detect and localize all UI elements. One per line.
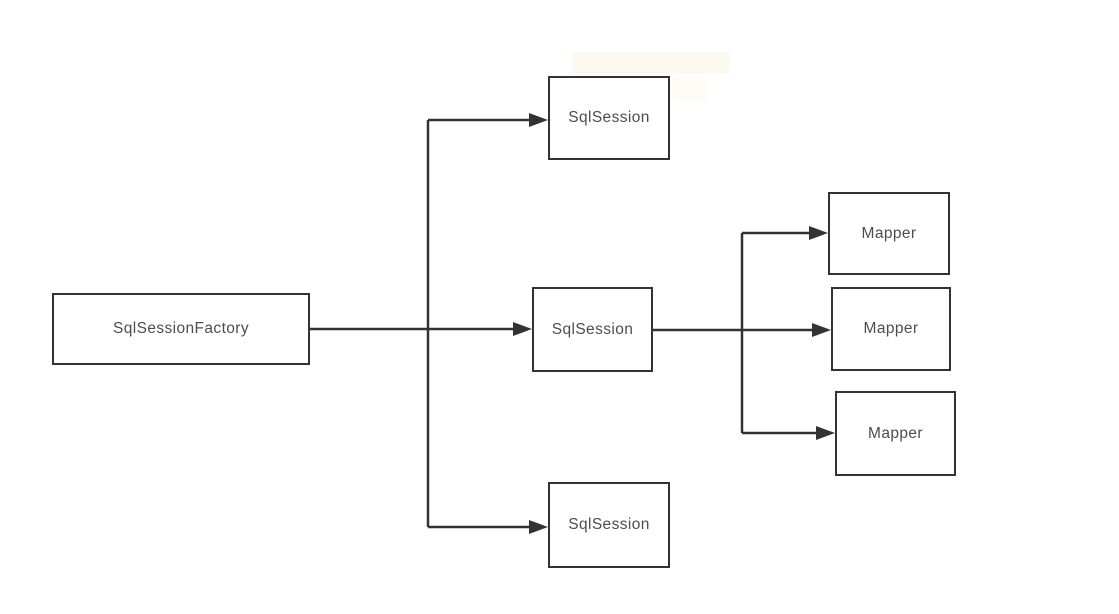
node-mapper-middle: Mapper	[831, 287, 951, 371]
arrowhead-mapper-middle	[812, 323, 831, 337]
node-label: SqlSession	[551, 320, 634, 338]
arrowhead-session-top	[529, 113, 548, 127]
arrowhead-session-bottom	[529, 520, 548, 534]
node-label: SqlSessionFactory	[112, 320, 250, 337]
arrowhead-mapper-top	[809, 226, 828, 240]
node-label: Mapper	[863, 320, 919, 337]
node-mapper-top: Mapper	[828, 192, 950, 275]
arrowhead-session-middle	[513, 322, 532, 336]
node-label: SqlSession	[568, 109, 650, 126]
node-label: Mapper	[861, 224, 917, 242]
node-mapper-bottom: Mapper	[835, 391, 956, 476]
arrowhead-mapper-bottom	[816, 426, 835, 440]
node-sqlsession-middle: SqlSession	[532, 287, 653, 372]
node-sqlsession-bottom: SqlSession	[548, 482, 670, 568]
highlight-artifact	[572, 52, 730, 74]
node-sqlsession-top: SqlSession	[548, 76, 670, 160]
node-label: SqlSession	[568, 516, 650, 533]
node-label: Mapper	[868, 424, 923, 442]
highlight-artifact	[672, 76, 708, 102]
node-sqlsessionfactory: SqlSessionFactory	[52, 293, 310, 365]
